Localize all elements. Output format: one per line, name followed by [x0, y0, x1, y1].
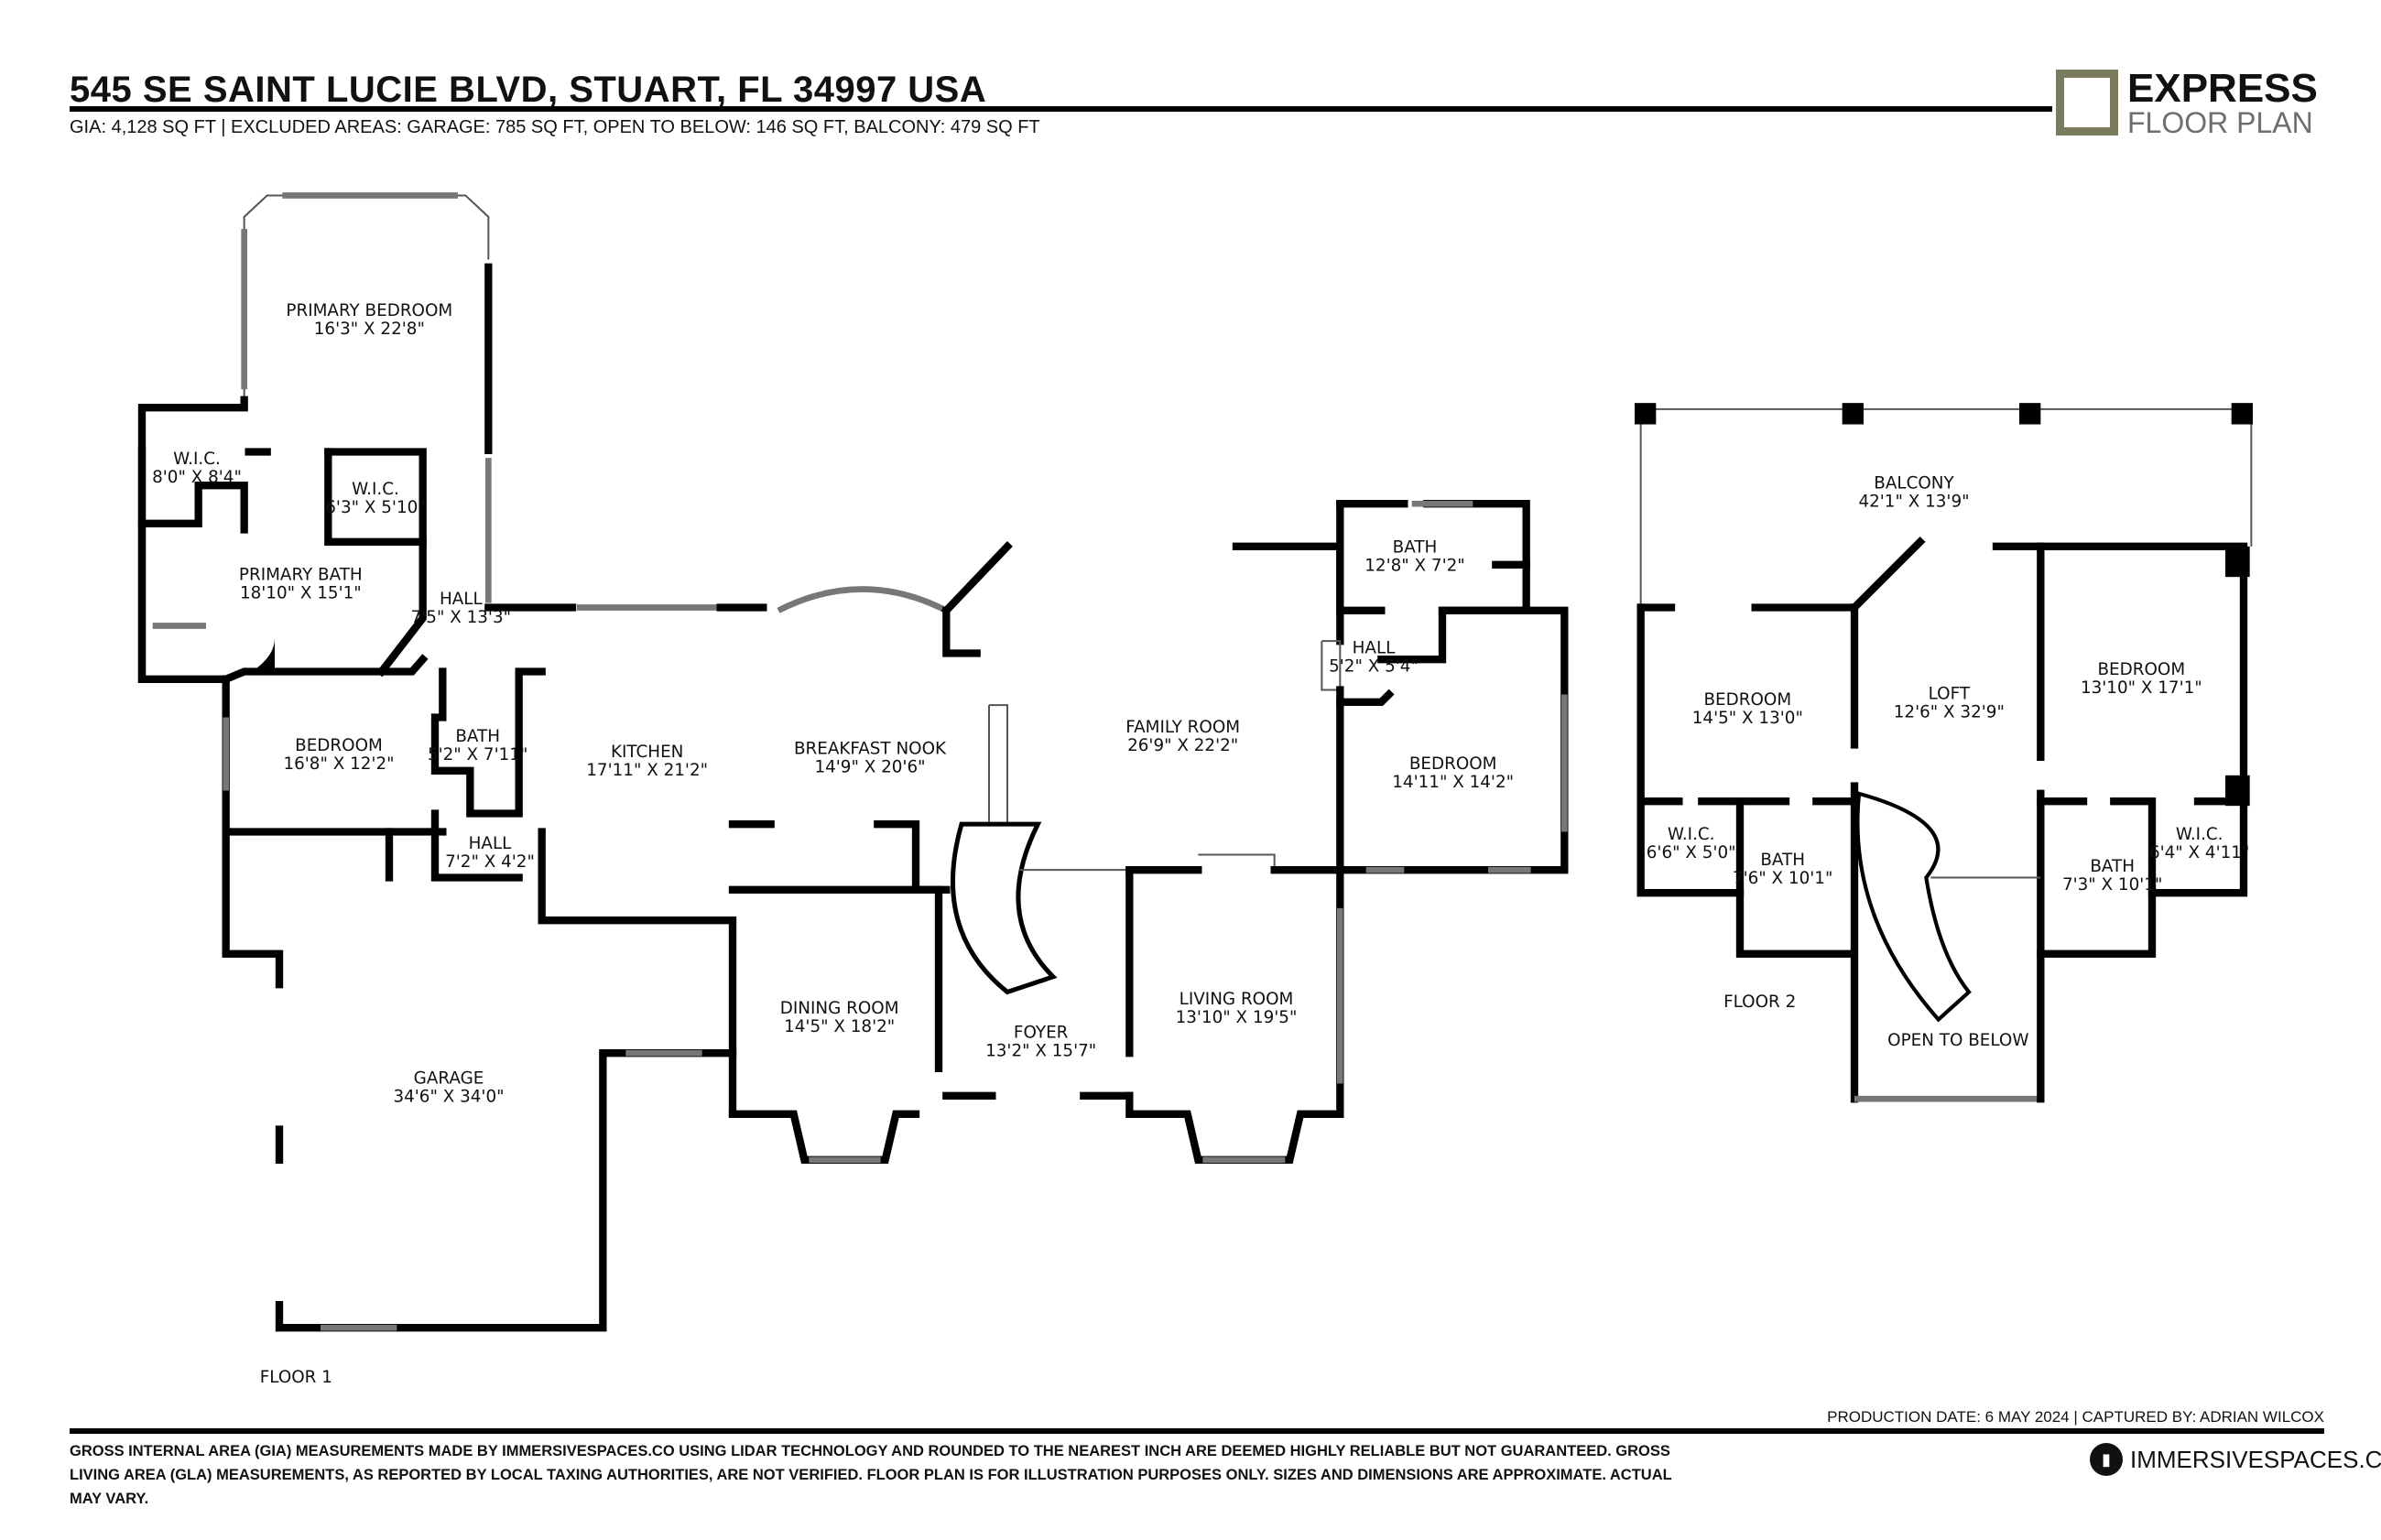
room-dims: 6'3" X 5'10": [325, 498, 425, 517]
room-dims: 18'10" X 15'1": [240, 584, 362, 603]
room-name: PRIMARY BATH: [239, 566, 363, 585]
floor2-label: FLOOR 2: [1723, 992, 1796, 1012]
room-name: FOYER: [1014, 1024, 1069, 1043]
room-name: W.I.C.: [1668, 825, 1715, 844]
room-name: LOFT: [1929, 685, 1971, 704]
floor2-room-labels: BALCONY 42'1" X 13'9" BEDROOM 14'5" X 13…: [1647, 474, 2250, 1050]
room-dims: 34'6" X 34'0": [393, 1088, 504, 1107]
logo-line2: FLOOR PLAN: [2127, 106, 2313, 139]
area-summary: GIA: 4,128 SQ FT | EXCLUDED AREAS: GARAG…: [70, 117, 1040, 137]
room-dims: 14'9" X 20'6": [814, 758, 925, 777]
floor1-walls: [137, 192, 1569, 1332]
room-name: BATH: [455, 727, 500, 746]
floor1-room-labels: PRIMARY BEDROOM 16'3" X 22'8" W.I.C. 8'0…: [152, 301, 1514, 1387]
room-name: BEDROOM: [2097, 660, 2185, 679]
room-dims: 14'11" X 14'2": [1392, 773, 1514, 792]
room-name: PRIMARY BEDROOM: [286, 301, 452, 320]
room-name: HALL: [469, 834, 513, 853]
room-dims: 6'4" X 4'11": [2149, 843, 2249, 862]
floor2-walls: [1635, 403, 2253, 1103]
room-dims: 17'11" X 21'2": [586, 761, 708, 780]
room-name: LIVING ROOM: [1180, 990, 1294, 1009]
room-name: HALL: [440, 590, 484, 609]
room-name: BATH: [1393, 538, 1438, 558]
room-dims: 5'2" X 5'4": [1329, 657, 1419, 677]
header-divider: [70, 106, 2052, 112]
floor1-label: FLOOR 1: [260, 1368, 332, 1387]
room-dims: 12'8" X 7'2": [1364, 557, 1464, 576]
disclaimer: GROSS INTERNAL AREA (GIA) MEASUREMENTS M…: [70, 1443, 1672, 1507]
room-dims: 13'2" X 15'7": [985, 1042, 1096, 1061]
room-dims: 5'2" X 7'11": [428, 745, 527, 765]
room-dims: 14'5" X 13'0": [1692, 709, 1803, 728]
room-name: HALL: [1353, 639, 1397, 658]
property-address: 545 SE SAINT LUCIE BLVD, STUART, FL 3499…: [70, 70, 987, 110]
room-dims: 7'3" X 10'1": [2062, 875, 2162, 895]
room-dims: 16'8" X 12'2": [283, 754, 394, 774]
room-dims: 8'0" X 8'4": [152, 468, 242, 487]
room-dims: 7'5" X 13'3": [411, 608, 511, 627]
room-name: W.I.C.: [352, 480, 399, 499]
room-dims: 42'1" X 13'9": [1858, 493, 1969, 512]
room-dims: 6'6" X 5'0": [1647, 843, 1736, 862]
production-info: PRODUCTION DATE: 6 MAY 2024 | CAPTURED B…: [1827, 1408, 2324, 1426]
room-name: BREAKFAST NOOK: [794, 740, 947, 759]
room-dims: 12'6" X 32'9": [1894, 703, 2005, 722]
room-dims: 13'10" X 17'1": [2081, 678, 2202, 698]
room-dims: 7'2" X 4'2": [445, 852, 535, 872]
logo-line1: EXPRESS: [2127, 66, 2318, 111]
room-dims: 7'6" X 10'1": [1733, 869, 1832, 888]
room-name: BALCONY: [1874, 474, 1954, 493]
room-dims: 14'5" X 18'2": [784, 1017, 895, 1036]
room-name: BEDROOM: [295, 736, 383, 755]
room-name: FAMILY ROOM: [1125, 718, 1240, 737]
footer-divider: [70, 1428, 2324, 1434]
room-dims: 26'9" X 22'2": [1127, 736, 1238, 755]
room-name: BEDROOM: [1409, 754, 1497, 774]
room-dims: 16'3" X 22'8": [314, 320, 425, 339]
room-name: W.I.C.: [173, 450, 221, 469]
room-name: DINING ROOM: [780, 999, 899, 1018]
room-name: BATH: [1760, 851, 1805, 870]
room-name: BATH: [2090, 857, 2135, 876]
room-dims: 13'10" X 19'5": [1176, 1008, 1298, 1027]
room-name: GARAGE: [414, 1069, 484, 1089]
logo-mark-icon: [2056, 70, 2118, 136]
room-name: KITCHEN: [611, 743, 683, 762]
express-floor-plan-logo: EXPRESS FLOOR PLAN: [2056, 66, 2331, 139]
brand-name: IMMERSIVESPACES.CO: [2130, 1445, 2381, 1473]
immersivespaces-brand: ▮ IMMERSIVESPACES.CO: [2090, 1443, 2381, 1476]
room-name: W.I.C.: [2176, 825, 2223, 844]
open-to-below-label: OPEN TO BELOW: [1887, 1031, 2028, 1050]
room-name: BEDROOM: [1703, 690, 1791, 710]
immersivespaces-logo-icon: ▮: [2090, 1443, 2123, 1476]
